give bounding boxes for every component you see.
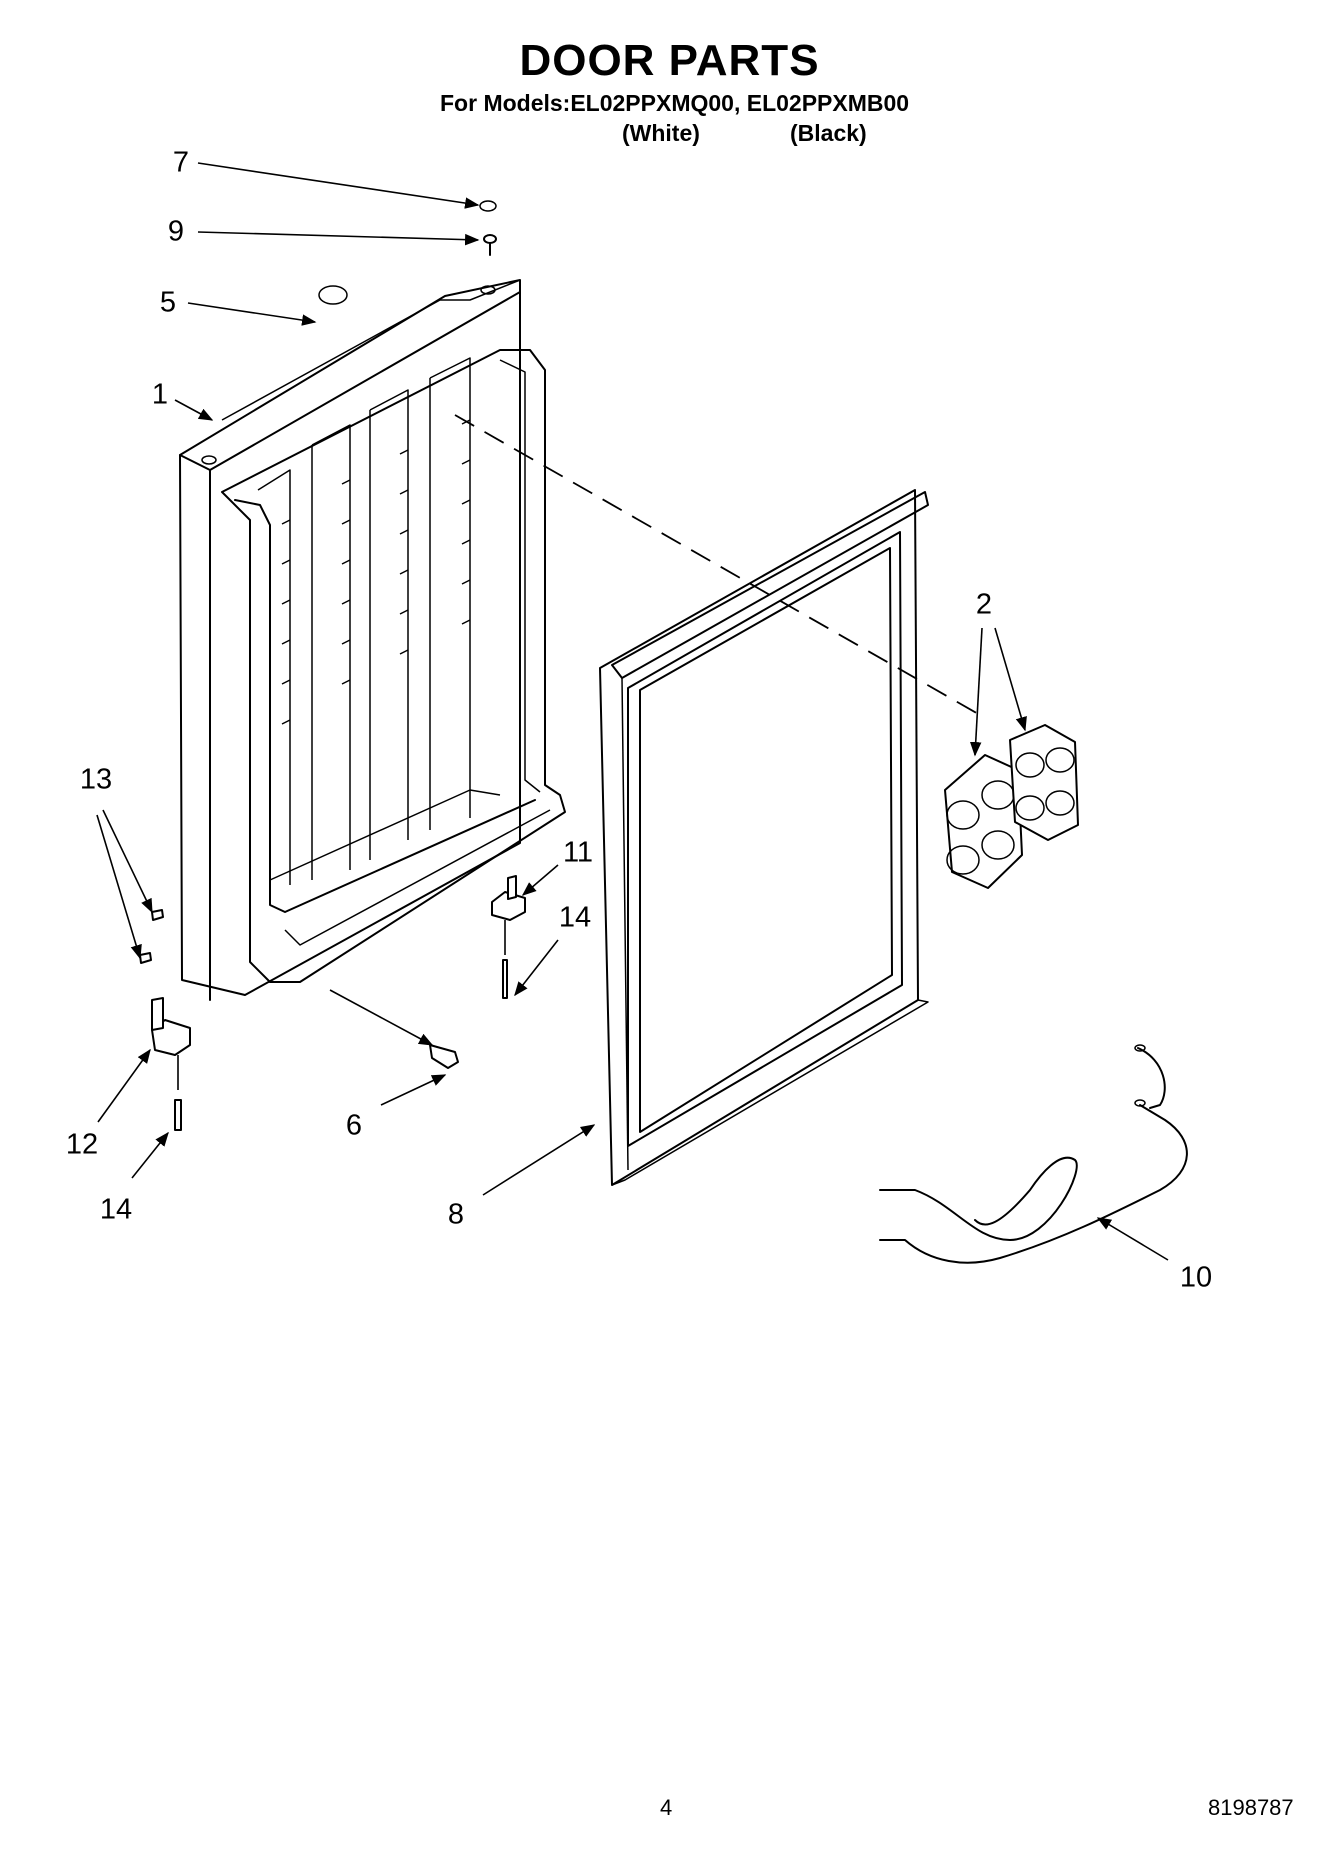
door-gasket	[599, 489, 929, 1186]
callout-8: 8	[447, 1198, 465, 1231]
callout-14-upper: 14	[558, 901, 592, 934]
callout-13: 13	[79, 763, 113, 796]
callout-14-lower: 14	[99, 1193, 133, 1226]
screw-13a	[151, 909, 164, 921]
callout-10: 10	[1179, 1261, 1213, 1294]
screw-6	[429, 1044, 459, 1069]
page-title: DOOR PARTS	[519, 36, 820, 85]
models-line: For Models:EL02PPXMQ00, EL02PPXMB00	[440, 90, 910, 116]
plug-small	[479, 200, 497, 212]
plug-large	[318, 285, 348, 305]
callout-6: 6	[345, 1109, 363, 1142]
door-bin-pair	[944, 724, 1079, 889]
page-number: 4	[660, 1795, 673, 1820]
callout-11: 11	[562, 836, 594, 869]
callout-2: 2	[975, 588, 993, 621]
callout-9: 9	[167, 215, 185, 248]
callout-5: 5	[159, 286, 177, 319]
document-number: 8198787	[1208, 1795, 1294, 1820]
hinge-upper	[491, 875, 526, 999]
variant-white-label: (White)	[622, 120, 700, 146]
screw-13b	[139, 952, 152, 964]
callout-7: 7	[172, 146, 190, 179]
heater-wire	[879, 1044, 1188, 1264]
hinge-lower	[151, 997, 191, 1131]
door-liner	[179, 279, 566, 1001]
variant-black-label: (Black)	[790, 120, 867, 146]
screw-top	[483, 234, 497, 256]
leader-arrows	[96, 162, 1169, 1261]
callout-12: 12	[65, 1128, 99, 1161]
callout-1: 1	[151, 378, 169, 411]
